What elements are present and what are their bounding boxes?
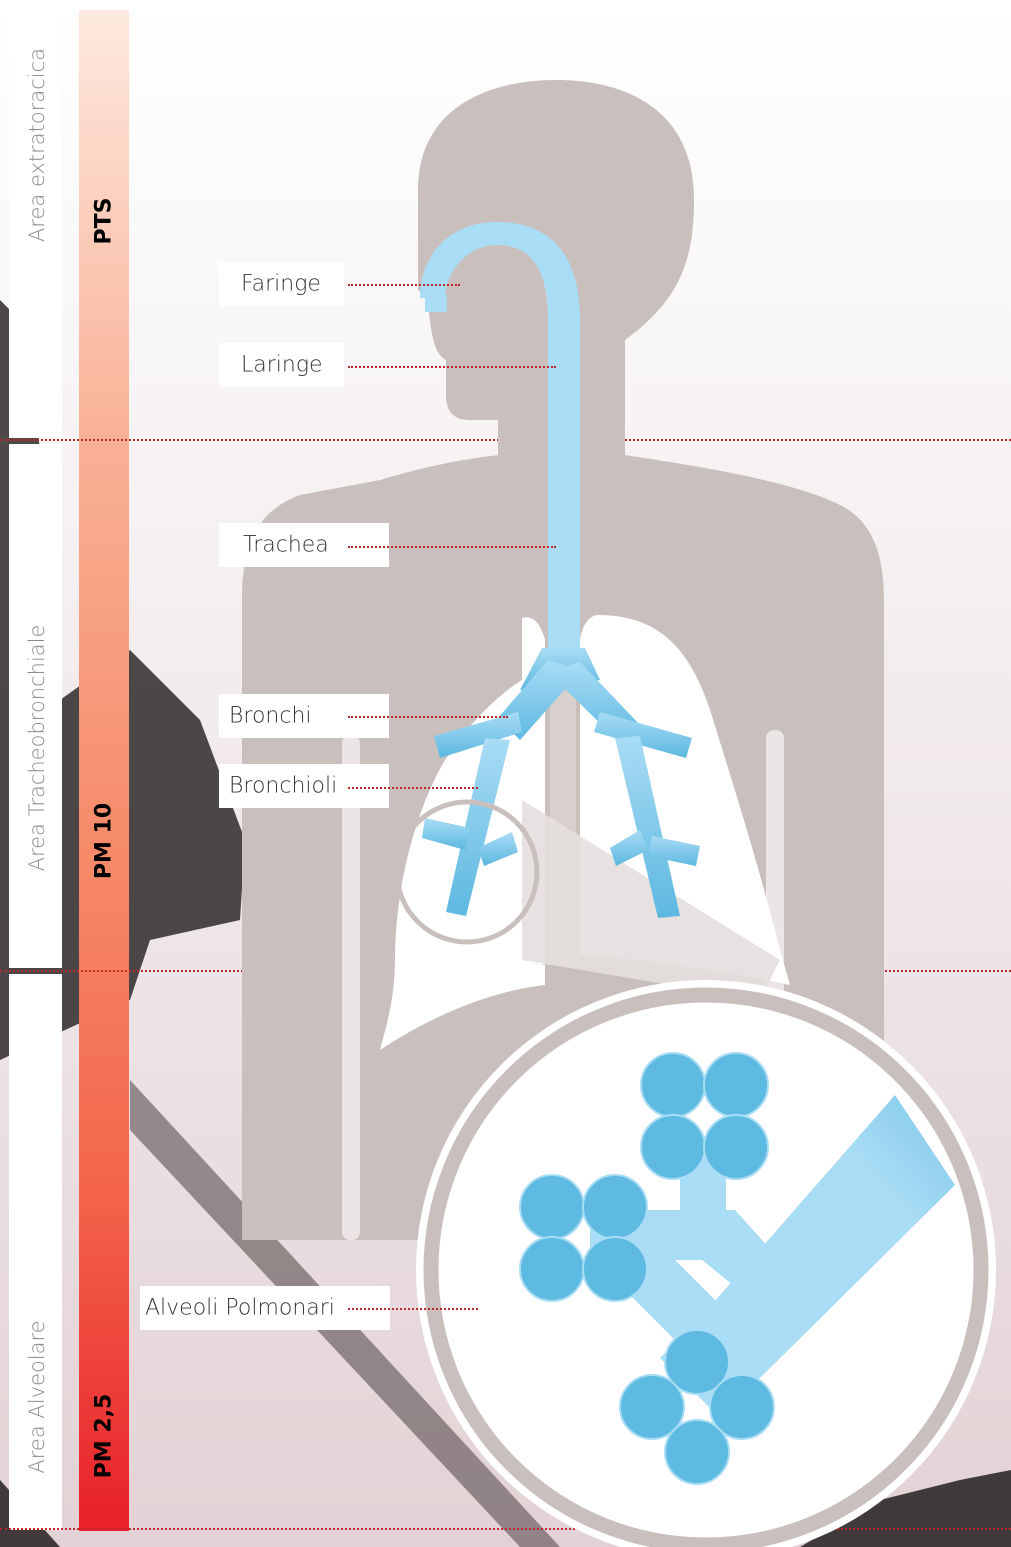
label-faringe: Faringe	[241, 272, 321, 297]
label-alveoli: Alveoli Polmonari	[145, 1296, 335, 1321]
leader-trachea	[348, 546, 556, 548]
leader-bronchi	[348, 716, 508, 718]
label-box-laringe: Laringe	[219, 343, 344, 387]
label-bronchioli: Bronchioli	[229, 774, 337, 799]
label-box-bronchioli: Bronchioli	[219, 764, 389, 808]
leader-bronchioli	[348, 787, 478, 789]
leader-faringe	[348, 284, 460, 286]
label-bronchi: Bronchi	[229, 704, 312, 729]
label-laringe: Laringe	[241, 353, 323, 378]
label-trachea: Trachea	[243, 533, 329, 558]
leader-laringe	[348, 366, 556, 368]
label-box-trachea: Trachea	[219, 523, 389, 567]
leader-alveoli	[348, 1308, 478, 1310]
label-box-faringe: Faringe	[219, 262, 344, 306]
